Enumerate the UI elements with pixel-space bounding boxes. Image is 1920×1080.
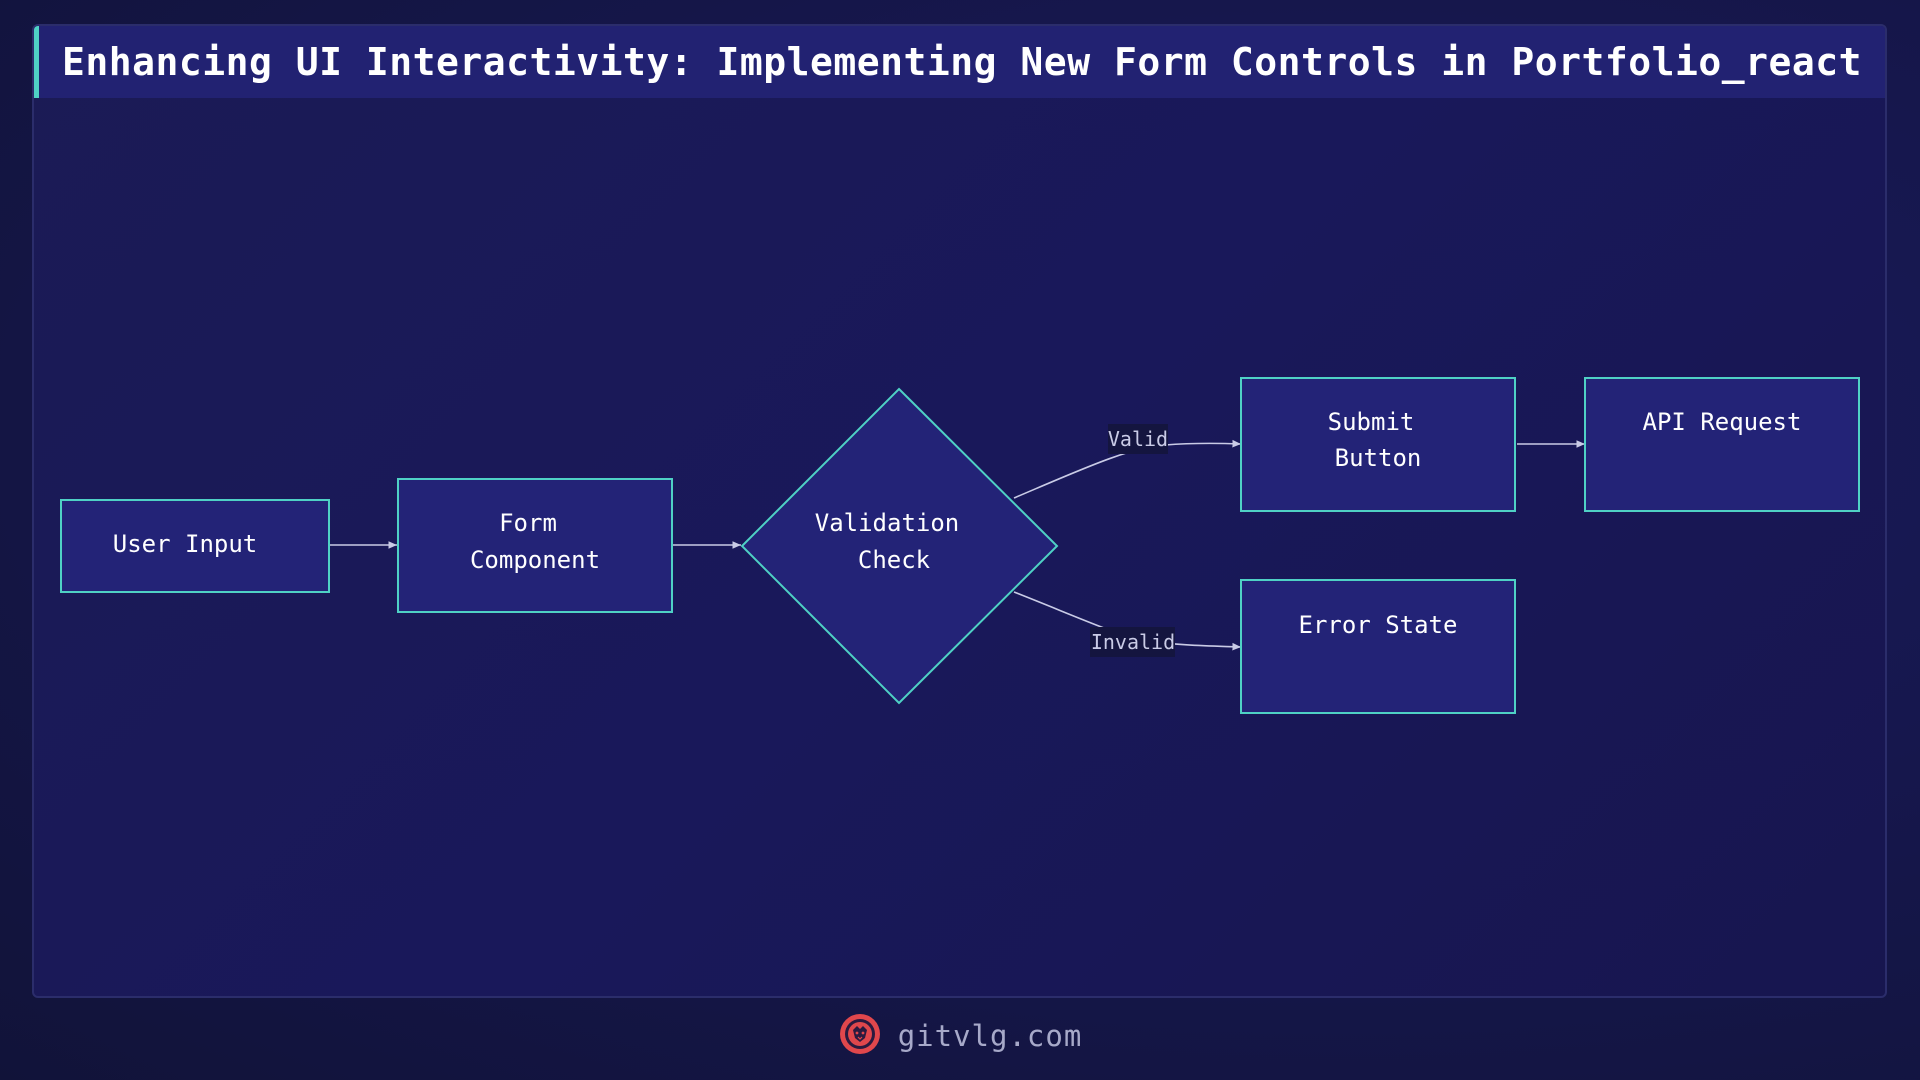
- edge-label-invalid-text: Invalid: [1091, 630, 1175, 654]
- node-submit-button-label-line-1: Submit: [1328, 408, 1415, 436]
- node-form-component: Form Component: [397, 478, 673, 613]
- edge-label-invalid: Invalid: [1090, 627, 1175, 657]
- node-validation-check-diamond: [740, 387, 1059, 705]
- title-bar: Enhancing UI Interactivity: Implementing…: [34, 26, 1885, 98]
- node-error-state-label: Error State: [1299, 611, 1458, 639]
- diagram-panel: Enhancing UI Interactivity: Implementing…: [32, 24, 1887, 998]
- node-form-component-box: [397, 478, 673, 613]
- node-submit-button: Submit Button: [1240, 377, 1516, 512]
- node-error-state: Error State: [1240, 579, 1516, 714]
- node-api-request: API Request: [1584, 377, 1860, 512]
- lion-logo-icon: [838, 1012, 882, 1060]
- edge-label-valid-bg: [1108, 424, 1168, 454]
- node-api-request-box: [1584, 377, 1860, 512]
- page-title: Enhancing UI Interactivity: Implementing…: [61, 40, 1863, 84]
- edge-label-valid: Valid: [1108, 424, 1168, 454]
- node-submit-button-box: [1240, 377, 1516, 512]
- node-submit-button-label-line-2: Button: [1335, 444, 1422, 472]
- footer: gitvlg.com: [0, 1008, 1920, 1064]
- node-user-input: User Input: [60, 499, 330, 593]
- node-validation-check-label-line-1: Validation: [815, 509, 960, 537]
- node-api-request-label: API Request: [1643, 408, 1802, 436]
- footer-site-link[interactable]: gitvlg.com: [897, 1019, 1083, 1053]
- node-validation-check-label-line-2: Check: [858, 546, 931, 574]
- node-error-state-box: [1240, 579, 1516, 714]
- node-form-component-label-line-1: Form: [499, 509, 557, 537]
- node-user-input-label: User Input: [113, 530, 258, 558]
- node-user-input-box: [60, 499, 330, 593]
- node-form-component-label-line-2: Component: [470, 546, 600, 574]
- node-validation-check: Validation Check: [740, 387, 1059, 705]
- edge-label-valid-text: Valid: [1108, 427, 1168, 451]
- edge-label-invalid-bg: [1090, 627, 1175, 657]
